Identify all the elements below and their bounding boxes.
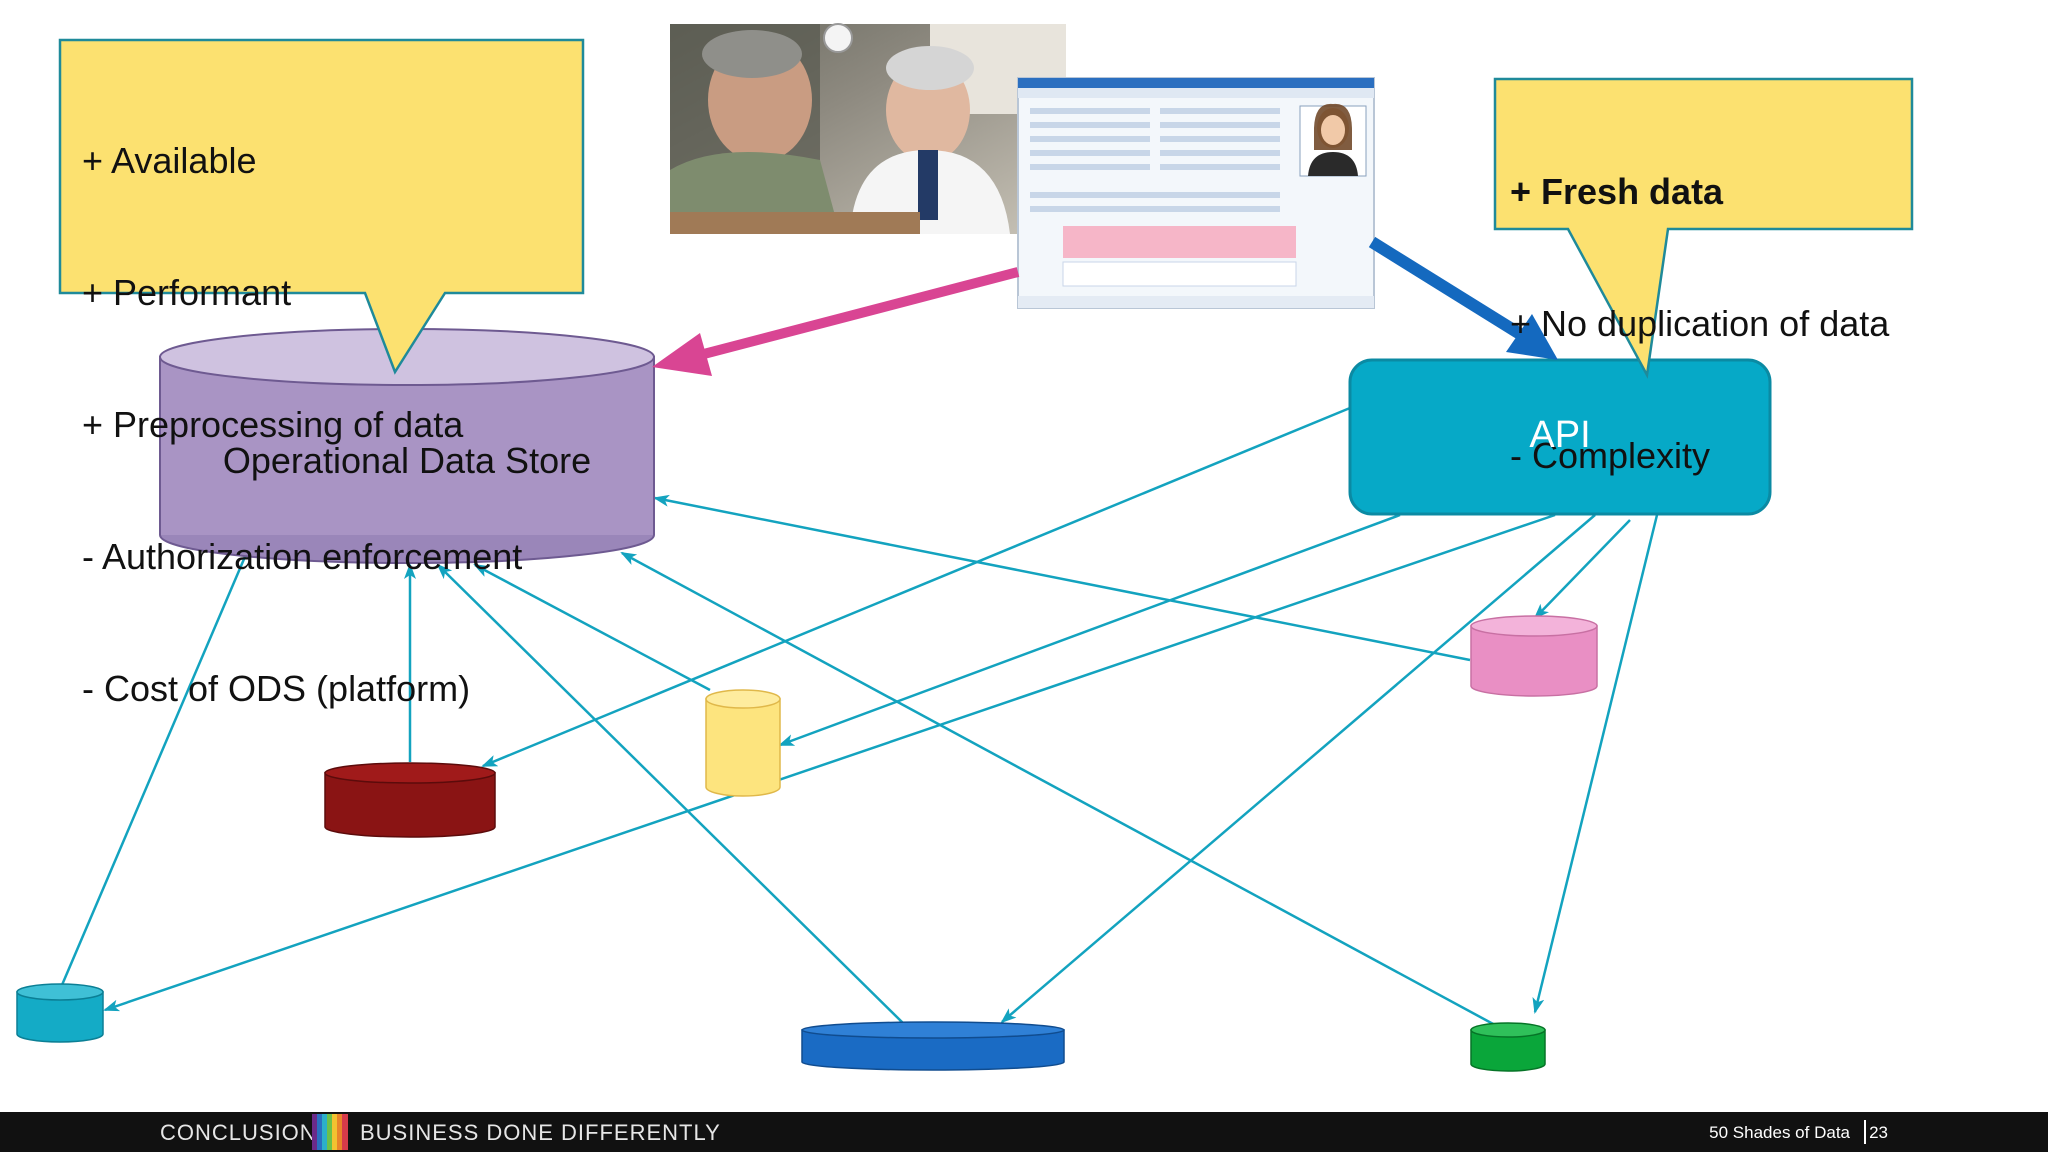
callout-right-text: + Fresh data + No duplication of data - … — [1510, 82, 1889, 522]
callout-left-line: - Authorization enforcement — [82, 536, 523, 577]
footer-divider — [1864, 1120, 1866, 1144]
api-box — [1348, 358, 1772, 516]
db-pink — [1470, 615, 1598, 697]
patient-record-screenshot — [1017, 77, 1375, 309]
db-cyan — [16, 983, 104, 1043]
db-green — [1470, 1022, 1546, 1072]
api-label: API — [1529, 414, 1591, 456]
callout-left-text: + Available + Performant + Preprocessing… — [82, 51, 522, 755]
doctor-patient-photo — [670, 23, 1066, 234]
link-cyan-to-ods — [60, 543, 252, 986]
link-api-to-cyan — [103, 513, 1556, 1012]
callout-left-line: + Available — [82, 140, 257, 181]
db-yellow — [705, 689, 781, 797]
callout-right-line: + Fresh data — [1510, 171, 1724, 212]
architecture-diagram — [16, 23, 1914, 1072]
operational-data-store — [159, 328, 655, 564]
footer-page-number: 23 — [1869, 1123, 1888, 1142]
callout-left-line: - Cost of ODS (platform) — [82, 668, 471, 709]
arrow-screen-to-api — [1368, 236, 1558, 360]
footer-slide-title: 50 Shades of Data — [1709, 1123, 1850, 1142]
link-yellow-to-ods — [473, 563, 711, 692]
connector-lines — [60, 406, 1659, 1027]
link-green-to-ods — [620, 551, 1496, 1027]
db-red — [324, 762, 496, 838]
footer-logo-stripes — [312, 1114, 348, 1150]
link-api-to-blue — [1000, 514, 1596, 1024]
callout-left-line: + Performant — [82, 272, 292, 313]
callout-right-bubble — [1493, 77, 1914, 379]
callout-left-bubble — [58, 38, 585, 375]
link-pink-to-ods — [653, 494, 1471, 662]
callout-left-line: + Preprocessing of data — [82, 404, 464, 445]
footer-bar: CONCLUSION BUSINESS DONE DIFFERENTLY 50 … — [0, 1112, 2048, 1152]
ods-label: Operational Data Store — [222, 440, 592, 481]
footer-brand-left: CONCLUSION — [160, 1120, 317, 1145]
link-blue-to-ods — [436, 563, 906, 1026]
db-blue — [801, 1021, 1065, 1071]
arrow-screen-to-ods — [652, 267, 1020, 376]
link-api-to-red — [481, 406, 1351, 768]
callout-right-line: + No duplication of data — [1510, 303, 1890, 344]
link-api-to-pink — [1533, 519, 1631, 620]
link-api-to-green — [1532, 514, 1659, 1014]
footer-brand-right: BUSINESS DONE DIFFERENTLY — [360, 1120, 721, 1145]
link-api-to-yellow — [778, 513, 1401, 747]
callout-right-line: - Complexity — [1510, 435, 1711, 476]
